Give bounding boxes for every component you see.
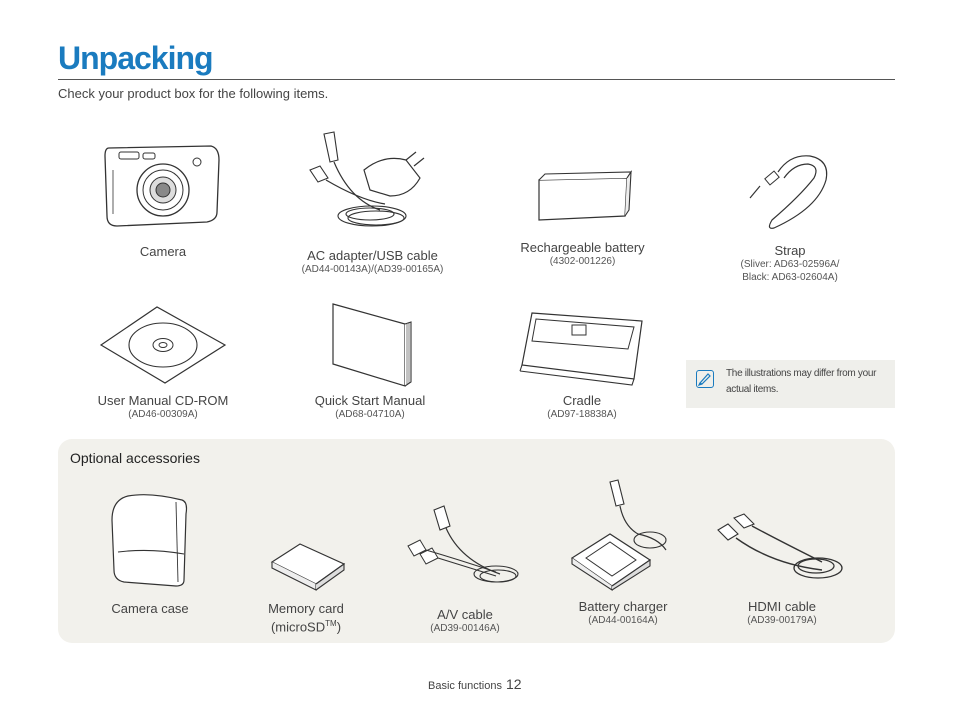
battery-charger-icon: [570, 479, 667, 592]
label-part-end: ): [336, 619, 342, 635]
camera-case-icon: [111, 494, 188, 587]
item-label: Rechargeable battery: [520, 240, 645, 255]
av-cable-icon: [407, 505, 519, 583]
cradle-icon: [519, 312, 643, 386]
optional-accessories-panel: [58, 439, 895, 643]
item-label: Quick Start Manual: [314, 393, 426, 408]
item-label: HDMI cable: [748, 599, 816, 614]
item-code: (Sliver: AD63-02596A/: [740, 259, 840, 270]
battery-icon: [538, 170, 633, 221]
item-code: (AD46-00309A): [128, 409, 198, 420]
label-part: (microSD: [270, 619, 326, 635]
item-memory-card: Memory card (microSDTM): [256, 540, 356, 634]
optional-accessories-title: Optional accessories: [70, 450, 200, 466]
item-label: Memory card: [268, 601, 344, 616]
item-camera: Camera: [103, 140, 223, 259]
item-av-cable: A/V cable (AD39-00146A): [400, 500, 530, 635]
item-label: A/V cable: [437, 607, 493, 622]
note-box: The illustrations may differ from your a…: [686, 360, 895, 408]
cd-rom-icon: [99, 306, 227, 384]
page-subtitle: Check your product box for the following…: [58, 86, 329, 101]
item-label: Cradle: [562, 393, 602, 408]
item-label: Camera: [139, 244, 187, 259]
footer-section: Basic functions: [428, 680, 502, 692]
item-label: User Manual CD-ROM: [97, 393, 229, 408]
item-code: (AD44-00143A)/(AD39-00165A): [301, 264, 444, 275]
item-battery-charger: Battery charger (AD44-00164A): [558, 478, 688, 627]
item-label: AC adapter/USB cable: [307, 248, 438, 263]
hdmi-cable-icon: [717, 513, 843, 579]
item-cd-rom: User Manual CD-ROM (AD46-00309A): [95, 305, 231, 421]
item-code: (4302-001226): [549, 256, 616, 267]
item-label: Strap: [774, 243, 806, 258]
memory-card-icon: [270, 543, 346, 591]
item-cradle: Cradle (AD97-18838A): [512, 305, 652, 421]
camera-icon: [104, 145, 220, 227]
item-label-2: (microSDTM): [256, 616, 356, 634]
item-label: Camera case: [111, 601, 189, 616]
item-label: Battery charger: [578, 599, 668, 614]
item-hdmi-cable: HDMI cable (AD39-00179A): [712, 510, 852, 627]
item-strap: Strap (Sliver: AD63-02596A/ Black: AD63-…: [730, 150, 850, 284]
item-code-2: Black: AD63-02604A): [742, 272, 838, 283]
item-code: (AD44-00164A): [588, 615, 658, 626]
item-camera-case: Camera case: [100, 490, 200, 616]
item-code: (AD39-00146A): [430, 623, 500, 634]
item-code: (AD68-04710A): [335, 409, 405, 420]
page-number: 12: [505, 676, 522, 692]
trademark-sup: TM: [325, 619, 337, 628]
item-quick-start-manual: Quick Start Manual (AD68-04710A): [305, 300, 435, 421]
manual-icon: [332, 303, 412, 387]
item-code: (AD39-00179A): [747, 615, 817, 626]
note-text: The illustrations may differ from your a…: [726, 368, 877, 395]
item-battery: Rechargeable battery (4302-001226): [515, 170, 650, 268]
ac-adapter-icon: [309, 131, 425, 227]
item-ac-adapter: AC adapter/USB cable (AD44-00143A)/(AD39…: [290, 130, 455, 276]
item-code: (AD97-18838A): [547, 409, 617, 420]
note-icon: [696, 370, 714, 388]
title-rule: [58, 79, 895, 80]
page-title: Unpacking: [58, 40, 214, 76]
strap-icon: [749, 155, 828, 229]
